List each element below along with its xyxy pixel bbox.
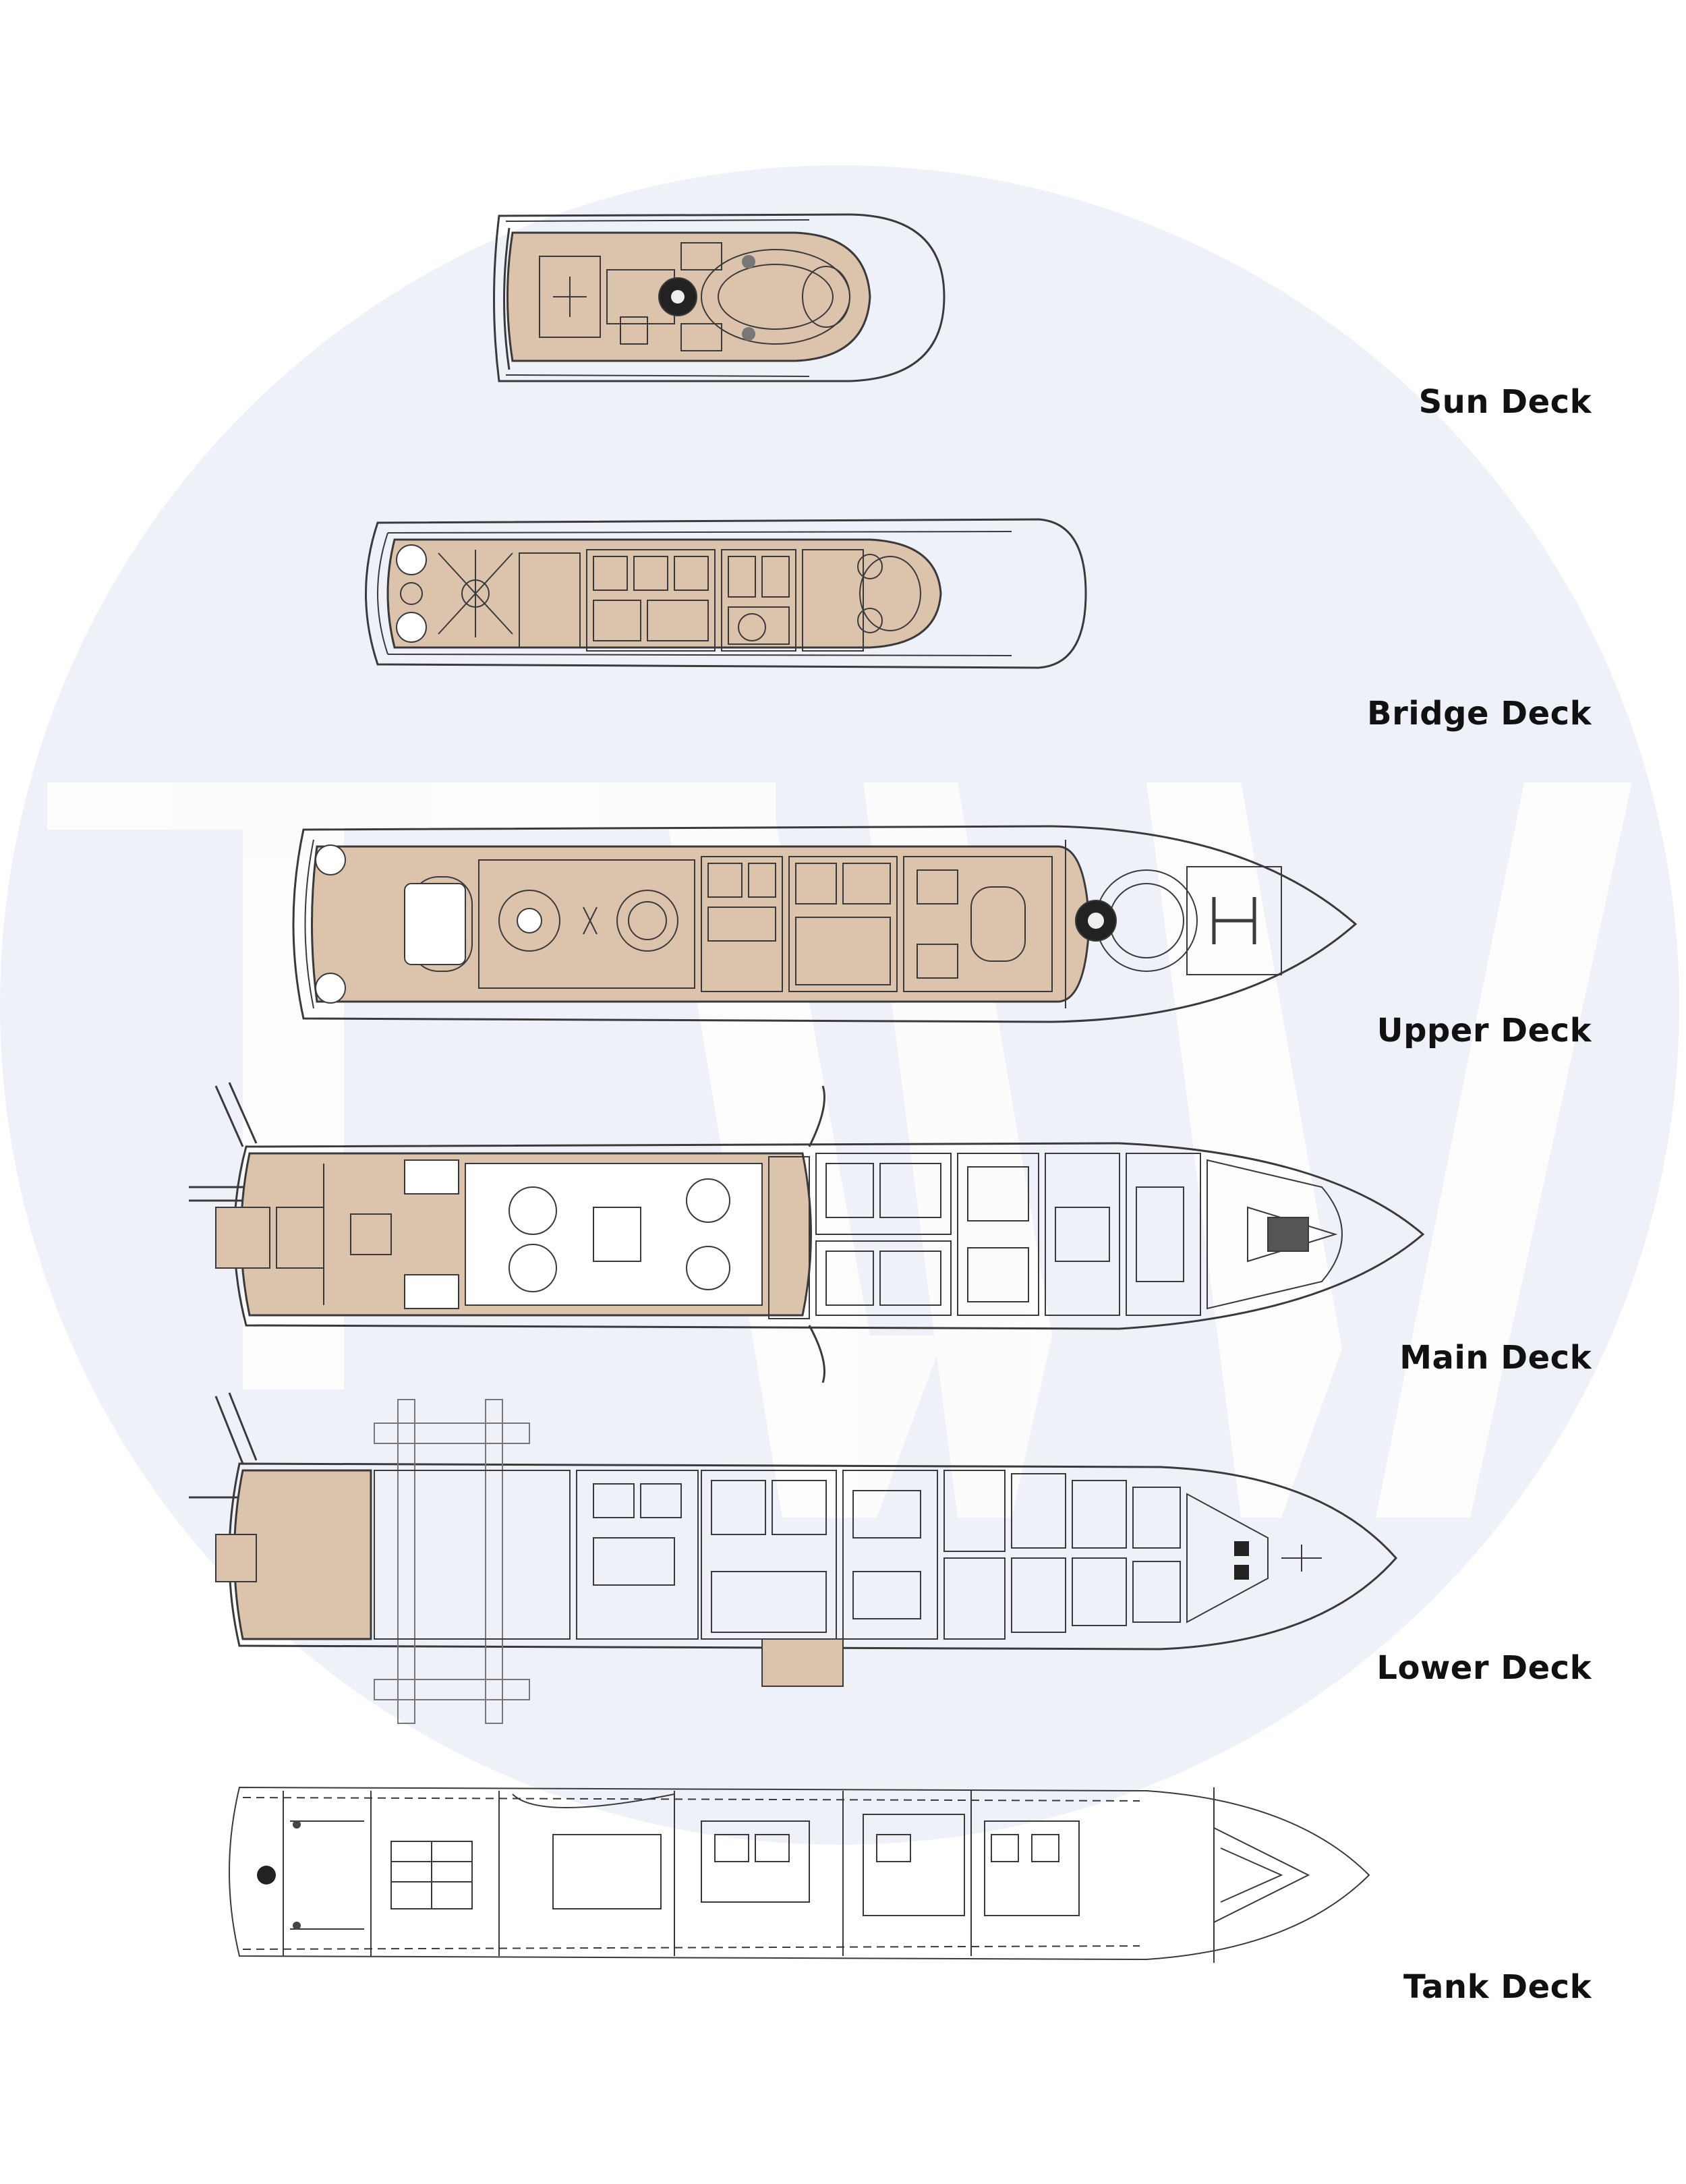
bridge-deck-label: Bridge Deck	[1367, 695, 1592, 732]
main-deck-label: Main Deck	[1399, 1339, 1592, 1377]
upper-deck-label: Upper Deck	[1376, 1012, 1592, 1050]
tank-deck-label: Tank Deck	[1403, 1968, 1592, 2006]
lower-deck-label: Lower Deck	[1376, 1649, 1592, 1687]
sun-deck-label: Sun Deck	[1418, 383, 1592, 421]
